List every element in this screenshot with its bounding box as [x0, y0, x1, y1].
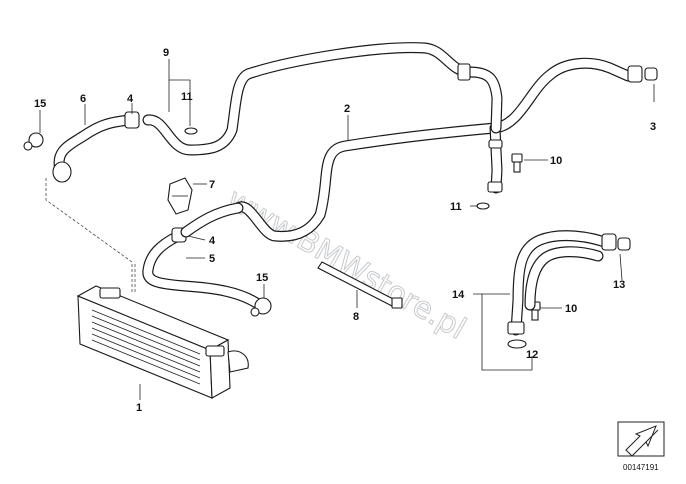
clamp-15b [250, 297, 272, 317]
hose-5 [142, 202, 264, 310]
oring-11b [476, 202, 490, 210]
hose-9 [142, 42, 503, 156]
label-4b: 4 [209, 235, 216, 247]
cable-tie-8 [317, 261, 403, 309]
label-10b: 10 [565, 303, 577, 315]
label-14: 14 [452, 289, 465, 301]
label-5: 5 [209, 253, 215, 265]
label-6: 6 [80, 93, 86, 105]
cooler-end-cap [227, 350, 249, 373]
clamp-3 [627, 65, 658, 83]
label-15a: 15 [34, 98, 46, 110]
watermark-text: www.BMWstore.pl [221, 182, 472, 347]
hose-14 [507, 230, 616, 349]
label-11b: 11 [450, 201, 462, 213]
bracket-7 [167, 177, 193, 215]
cooler-port-left [99, 287, 121, 299]
cooler-fins [91, 309, 201, 385]
label-13: 13 [613, 279, 625, 291]
watermark: www.BMWstore.pl [221, 181, 473, 347]
part-labels: 15 6 4 9 11 2 3 7 4 5 15 8 10 11 13 14 1… [34, 47, 656, 414]
clamp-13 [601, 233, 631, 251]
label-1: 1 [136, 402, 142, 414]
leader-lines [39, 59, 655, 400]
label-11a: 11 [181, 91, 193, 103]
hose-6-end [52, 161, 72, 183]
oring-12 [507, 339, 527, 349]
label-12: 12 [526, 349, 538, 361]
label-7: 7 [209, 179, 215, 191]
label-10a: 10 [550, 155, 562, 167]
cooler-port-right [205, 345, 225, 357]
orientation-box [617, 421, 665, 457]
flange-14 [507, 321, 525, 335]
fitting-11b [487, 181, 503, 193]
bolt-10a [511, 153, 523, 173]
connector-2 [488, 139, 503, 149]
hose-6 [52, 111, 140, 183]
diagram-number: 00147191 [623, 463, 659, 472]
connection-lines [45, 178, 136, 292]
clamp-15a [23, 132, 44, 151]
connector-9 [457, 63, 471, 81]
label-8: 8 [353, 311, 359, 323]
hose-2 [232, 57, 634, 242]
oring-11a [184, 127, 198, 135]
oil-cooler-1 [76, 285, 249, 399]
label-9: 9 [163, 47, 169, 59]
label-3: 3 [650, 121, 656, 133]
label-4a: 4 [127, 93, 134, 105]
clamp-4a [124, 111, 140, 129]
label-15b: 15 [256, 272, 268, 284]
label-2: 2 [344, 103, 350, 115]
